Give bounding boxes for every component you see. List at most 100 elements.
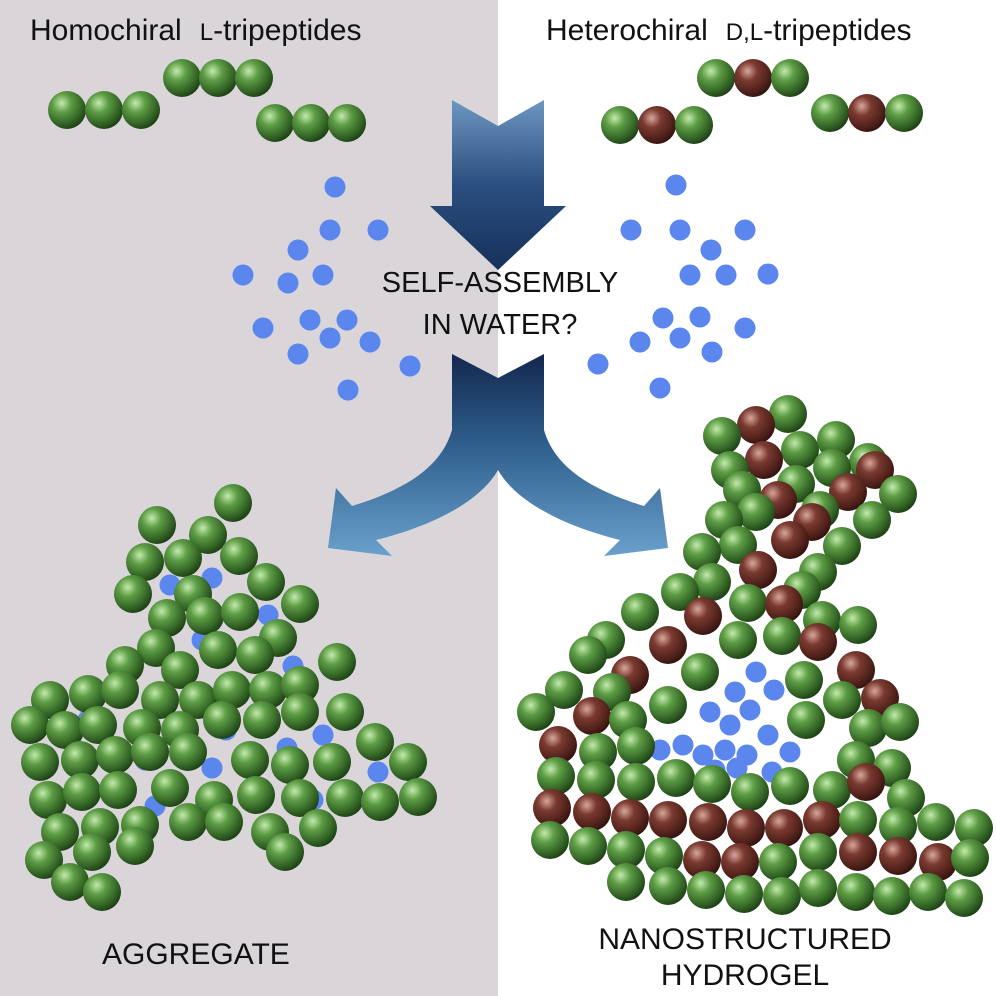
d-residue-sphere	[803, 801, 841, 839]
l-residue-sphere	[61, 741, 99, 779]
l-residue-sphere	[537, 757, 575, 795]
water-molecule-icon	[629, 331, 651, 353]
l-residue-sphere	[657, 759, 695, 797]
process-arrows	[328, 100, 668, 556]
l-residue-sphere	[917, 803, 955, 841]
l-residue-sphere	[799, 869, 837, 907]
l-residue-sphere	[281, 779, 319, 817]
l-residue-sphere	[839, 801, 877, 839]
self-assembly-question: SELF-ASSEMBLY IN WATER?	[0, 262, 996, 346]
d-residue-sphere	[533, 789, 571, 827]
peptide-spheres	[11, 59, 993, 917]
l-residue-sphere	[101, 671, 139, 709]
water-molecule-icon	[669, 327, 691, 349]
water-molecule-icon	[299, 309, 321, 331]
l-residue-sphere	[356, 723, 394, 761]
d-residue-sphere	[573, 697, 611, 735]
l-residue-sphere	[281, 585, 319, 623]
l-residue-sphere	[531, 821, 569, 859]
l-residue-sphere	[221, 593, 259, 631]
d-residue-sphere	[745, 441, 783, 479]
l-residue-sphere	[763, 617, 801, 655]
l-residue-sphere	[813, 771, 851, 809]
water-molecule-icon	[669, 219, 691, 241]
d-residue-sphere	[848, 94, 886, 132]
homochiral-l-label: L	[199, 19, 214, 46]
l-residue-sphere	[955, 809, 993, 847]
l-residue-sphere	[781, 431, 819, 469]
water-molecule-icon	[679, 264, 701, 286]
d-residue-sphere	[727, 809, 765, 847]
l-residue-sphere	[292, 104, 330, 142]
d-residue-sphere	[799, 623, 837, 661]
l-residue-sphere	[326, 779, 364, 817]
water-molecule-icon	[201, 757, 223, 779]
l-residue-sphere	[837, 873, 875, 911]
homochiral-suffix: -tripeptides	[213, 14, 362, 47]
l-residue-sphere	[569, 827, 607, 865]
l-residue-sphere	[237, 776, 275, 814]
water-molecule-icon	[726, 757, 748, 779]
l-residue-sphere	[361, 783, 399, 821]
l-residue-sphere	[73, 833, 111, 871]
l-residue-sphere	[41, 813, 79, 851]
down-arrow-icon	[430, 100, 566, 270]
question-line-1: SELF-ASSEMBLY	[381, 267, 619, 299]
water-molecule-icon	[252, 317, 274, 339]
l-residue-sphere	[256, 104, 294, 142]
water-molecule-icon	[324, 176, 346, 198]
d-residue-sphere	[649, 801, 687, 839]
water-molecules	[75, 174, 801, 817]
l-residue-sphere	[731, 773, 769, 811]
l-residue-sphere	[687, 871, 725, 909]
l-residue-sphere	[849, 709, 887, 747]
l-residue-sphere	[141, 681, 179, 719]
l-residue-sphere	[122, 91, 160, 129]
water-molecule-icon	[692, 744, 714, 766]
d-residue-sphere	[839, 833, 877, 871]
water-molecule-icon	[734, 317, 756, 339]
d-residue-sphere	[837, 651, 875, 689]
d-residue-sphere	[684, 597, 722, 635]
l-residue-sphere	[853, 501, 891, 539]
water-molecule-icon	[701, 341, 723, 363]
water-molecule-icon	[719, 714, 741, 736]
l-residue-sphere	[649, 867, 687, 905]
water-molecule-icon	[714, 739, 736, 761]
d-residue-sphere	[737, 406, 775, 444]
water-molecule-icon	[649, 377, 671, 399]
l-residue-sphere	[151, 769, 189, 807]
l-residue-sphere	[271, 746, 309, 784]
l-residue-sphere	[681, 653, 719, 691]
l-residue-sphere	[787, 701, 825, 739]
l-residue-sphere	[719, 621, 757, 659]
l-residue-sphere	[313, 743, 351, 781]
water-molecule-icon	[665, 174, 687, 196]
l-residue-sphere	[96, 736, 134, 774]
water-molecule-icon	[312, 724, 334, 746]
l-residue-sphere	[579, 733, 617, 771]
l-residue-sphere	[243, 701, 281, 739]
water-molecule-icon	[367, 219, 389, 241]
l-residue-sphere	[213, 671, 251, 709]
l-residue-sphere	[759, 843, 797, 881]
l-residue-sphere	[873, 877, 911, 915]
heterochiral-suffix: -tripeptides	[763, 14, 912, 47]
d-residue-sphere	[847, 763, 885, 801]
l-residue-sphere	[137, 629, 175, 667]
l-residue-sphere	[126, 543, 164, 581]
l-residue-sphere	[21, 743, 59, 781]
l-residue-sphere	[99, 771, 137, 809]
d-residue-sphere	[739, 551, 777, 589]
water-molecule-icon	[724, 681, 746, 703]
l-residue-sphere	[769, 395, 807, 433]
heterochiral-dl-label: D,L	[725, 19, 764, 46]
l-residue-sphere	[46, 711, 84, 749]
l-residue-sphere	[169, 733, 207, 771]
water-molecule-icon	[672, 734, 694, 756]
l-residue-sphere	[116, 827, 154, 865]
water-molecule-icon	[652, 307, 674, 329]
l-residue-sphere	[879, 475, 917, 513]
